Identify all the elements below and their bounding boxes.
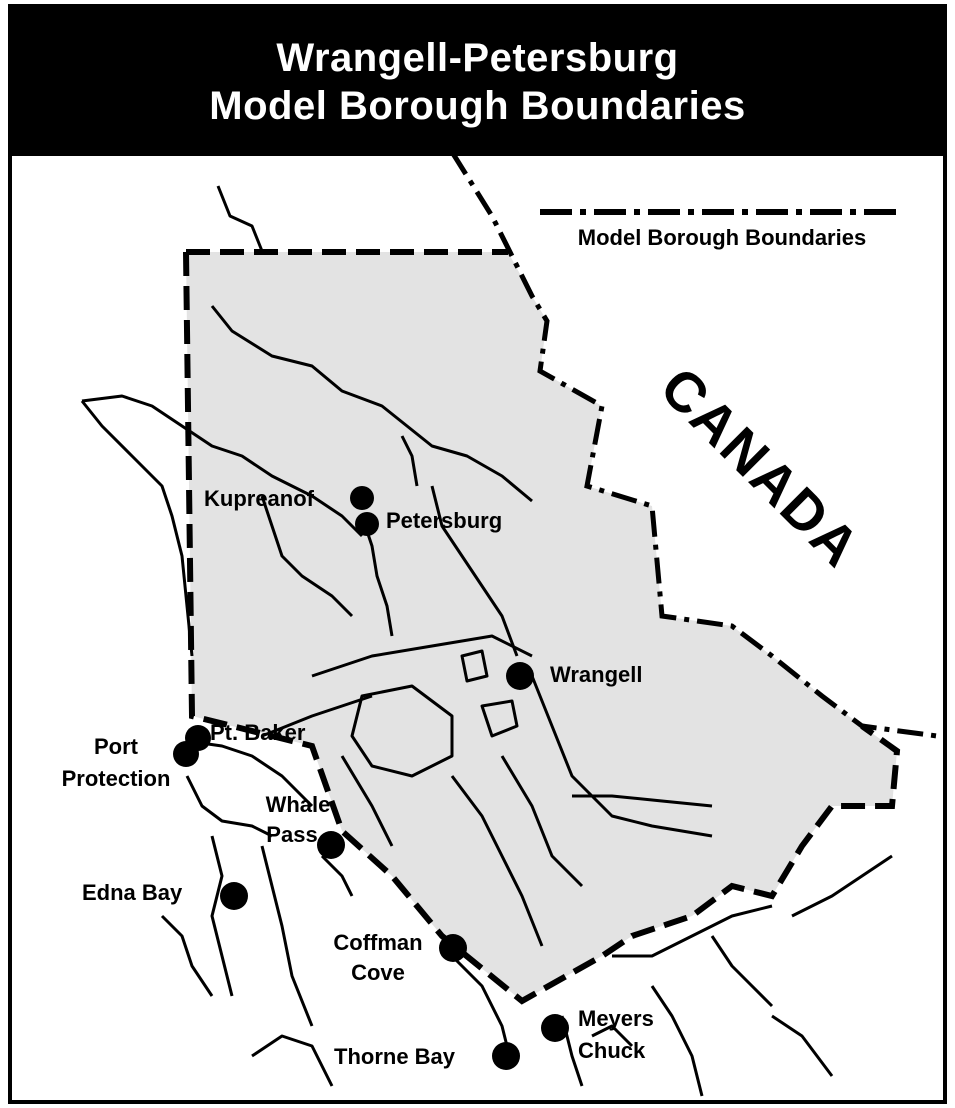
- town-marker-kupreanof: [350, 486, 374, 510]
- town-marker-edna-bay: [220, 882, 248, 910]
- town-label-chuck: Chuck: [578, 1038, 646, 1063]
- town-label-coffman: Coffman: [333, 930, 422, 955]
- town-label-petersburg: Petersburg: [386, 508, 502, 533]
- borough-boundary: [183, 249, 901, 1005]
- town-label-kupreanof: Kupreanof: [204, 486, 315, 511]
- borough-area: [186, 252, 897, 1001]
- town-marker-whale-pass: [317, 831, 345, 859]
- title-line-2: Model Borough Boundaries: [209, 84, 746, 128]
- town-marker-thorne-bay: [492, 1042, 520, 1070]
- town-label-port: Port: [94, 734, 139, 759]
- title-line-1: Wrangell-Petersburg: [276, 36, 679, 80]
- town-markers: [173, 486, 569, 1070]
- town-marker-coffman-cove: [439, 934, 467, 962]
- town-label-pass: Pass: [266, 822, 317, 847]
- town-marker-petersburg: [355, 512, 379, 536]
- title-bar: Wrangell-Petersburg Model Borough Bounda…: [12, 8, 943, 156]
- legend-label: Model Borough Boundaries: [578, 225, 866, 250]
- town-marker-port-protection: [173, 741, 199, 767]
- canada-border: [451, 156, 938, 739]
- town-label-wrangell: Wrangell: [550, 662, 643, 687]
- town-label-edna-bay: Edna Bay: [82, 880, 183, 905]
- town-label-cove: Cove: [351, 960, 405, 985]
- town-labels: Kupreanof Petersburg Wrangell Pt. Baker …: [62, 486, 654, 1069]
- map-frame: Wrangell-Petersburg Model Borough Bounda…: [8, 4, 947, 1104]
- town-label-pt-baker: Pt. Baker: [210, 720, 306, 745]
- town-marker-meyers-chuck: [541, 1014, 569, 1042]
- legend: Model Borough Boundaries: [540, 209, 902, 250]
- town-label-meyers: Meyers: [578, 1006, 654, 1031]
- region-label-canada: CANADA: [648, 355, 873, 580]
- coastlines: [80, 185, 893, 1097]
- town-label-whale: Whale: [266, 792, 331, 817]
- map-canvas: Model Borough Boundaries CANADA Kupreano…: [62, 156, 938, 1097]
- town-label-protection: Protection: [62, 766, 171, 791]
- town-marker-wrangell: [506, 662, 534, 690]
- town-label-thorne-bay: Thorne Bay: [334, 1044, 456, 1069]
